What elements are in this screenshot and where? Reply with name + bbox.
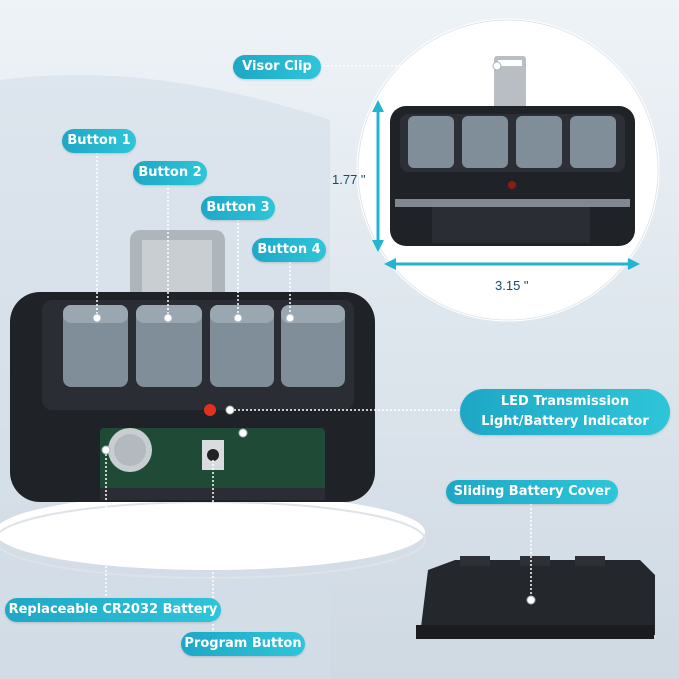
label-led-line2: Light/Battery Indicator — [481, 414, 649, 429]
label-battery: Replaceable CR2032 Battery — [5, 598, 221, 622]
label-led-indicator: LED Transmission Light/Battery Indicator — [460, 389, 670, 435]
battery-cover — [420, 560, 655, 635]
label-led-line1: LED Transmission — [500, 394, 630, 409]
label-battery-cover: Sliding Battery Cover — [446, 480, 618, 504]
small-visor-clip — [494, 56, 526, 114]
small-buttons — [408, 116, 616, 168]
label-button-4: Button 4 — [252, 238, 326, 262]
label-visor-clip: Visor Clip — [233, 55, 321, 79]
height-dimension: 1.77 " — [332, 172, 366, 187]
main-buttons — [63, 305, 345, 387]
label-button-1: Button 1 — [62, 129, 136, 153]
width-dimension: 3.15 " — [495, 278, 529, 293]
label-button-3: Button 3 — [201, 196, 275, 220]
label-program-button: Program Button — [181, 632, 305, 656]
label-button-2: Button 2 — [133, 161, 207, 185]
small-led — [508, 181, 516, 189]
led-indicator — [204, 404, 216, 416]
